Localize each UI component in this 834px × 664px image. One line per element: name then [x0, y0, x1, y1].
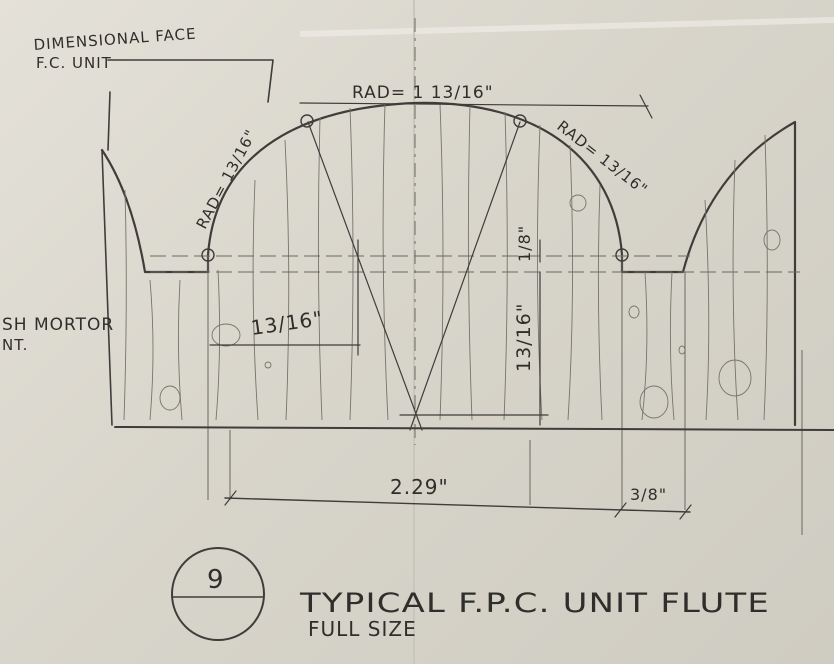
detail-title: TYPICAL F.P.C. UNIT FLUTE	[299, 588, 770, 619]
top-radius-label: RAD= 1 13/16"	[352, 83, 494, 103]
base-line	[114, 426, 834, 431]
detail-bubble	[171, 547, 265, 641]
right-depth-label: 13/16"	[513, 303, 535, 373]
left-radius-label: RAD= 13/16"	[193, 126, 261, 232]
mortar-note-line2: NT.	[2, 336, 28, 354]
overall-width-label: 2.29"	[390, 475, 449, 499]
side-width-label: 3/8"	[630, 485, 667, 504]
small-offset-label: 1/8"	[515, 225, 534, 262]
face-note-line1: DIMENSIONAL FACE	[33, 25, 197, 54]
mortar-note: SH MORTOR NT.	[2, 315, 114, 354]
title-block: 9 TYPICAL F.P.C. UNIT FLUTE FULL SIZE	[171, 547, 770, 641]
dimension-lines	[209, 94, 692, 520]
paper-creases	[299, 0, 834, 664]
left-depth-label: 13/16"	[249, 306, 324, 340]
detail-scale: FULL SIZE	[308, 617, 417, 641]
grain-texture	[123, 103, 781, 421]
center-marks	[201, 114, 629, 262]
face-note-line2: F.C. UNIT	[36, 54, 112, 72]
flute-profile	[100, 59, 797, 427]
construction-lines	[150, 18, 803, 535]
detail-number: 9	[207, 565, 225, 595]
face-note: DIMENSIONAL FACE F.C. UNIT	[33, 25, 197, 72]
mortar-note-line1: SH MORTOR	[2, 315, 114, 335]
